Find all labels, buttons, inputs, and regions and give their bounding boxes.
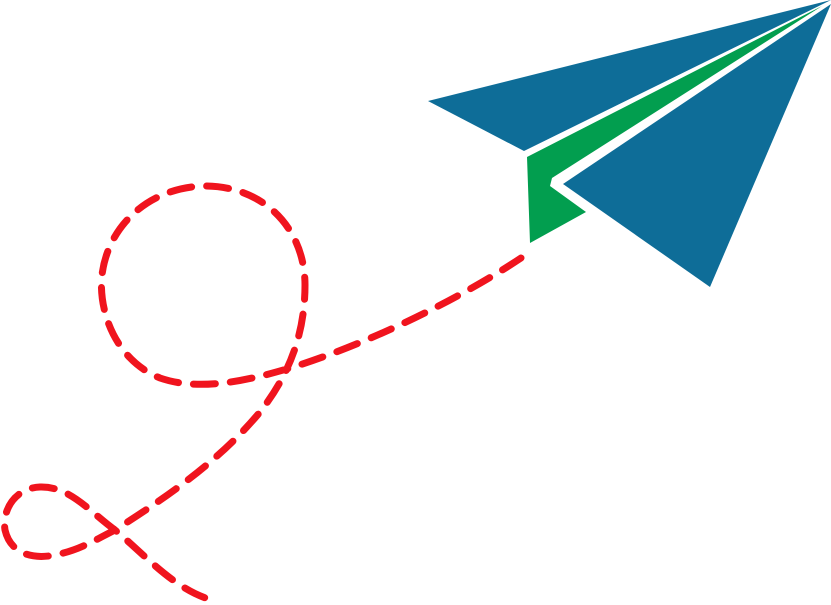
plane-fold [527,6,822,243]
plane-top-wing [428,0,831,151]
plane-bottom-wing [563,4,831,287]
dashed-flight-path [1,182,525,604]
paper-plane-icon [428,0,831,287]
flight-trail [1,182,525,604]
